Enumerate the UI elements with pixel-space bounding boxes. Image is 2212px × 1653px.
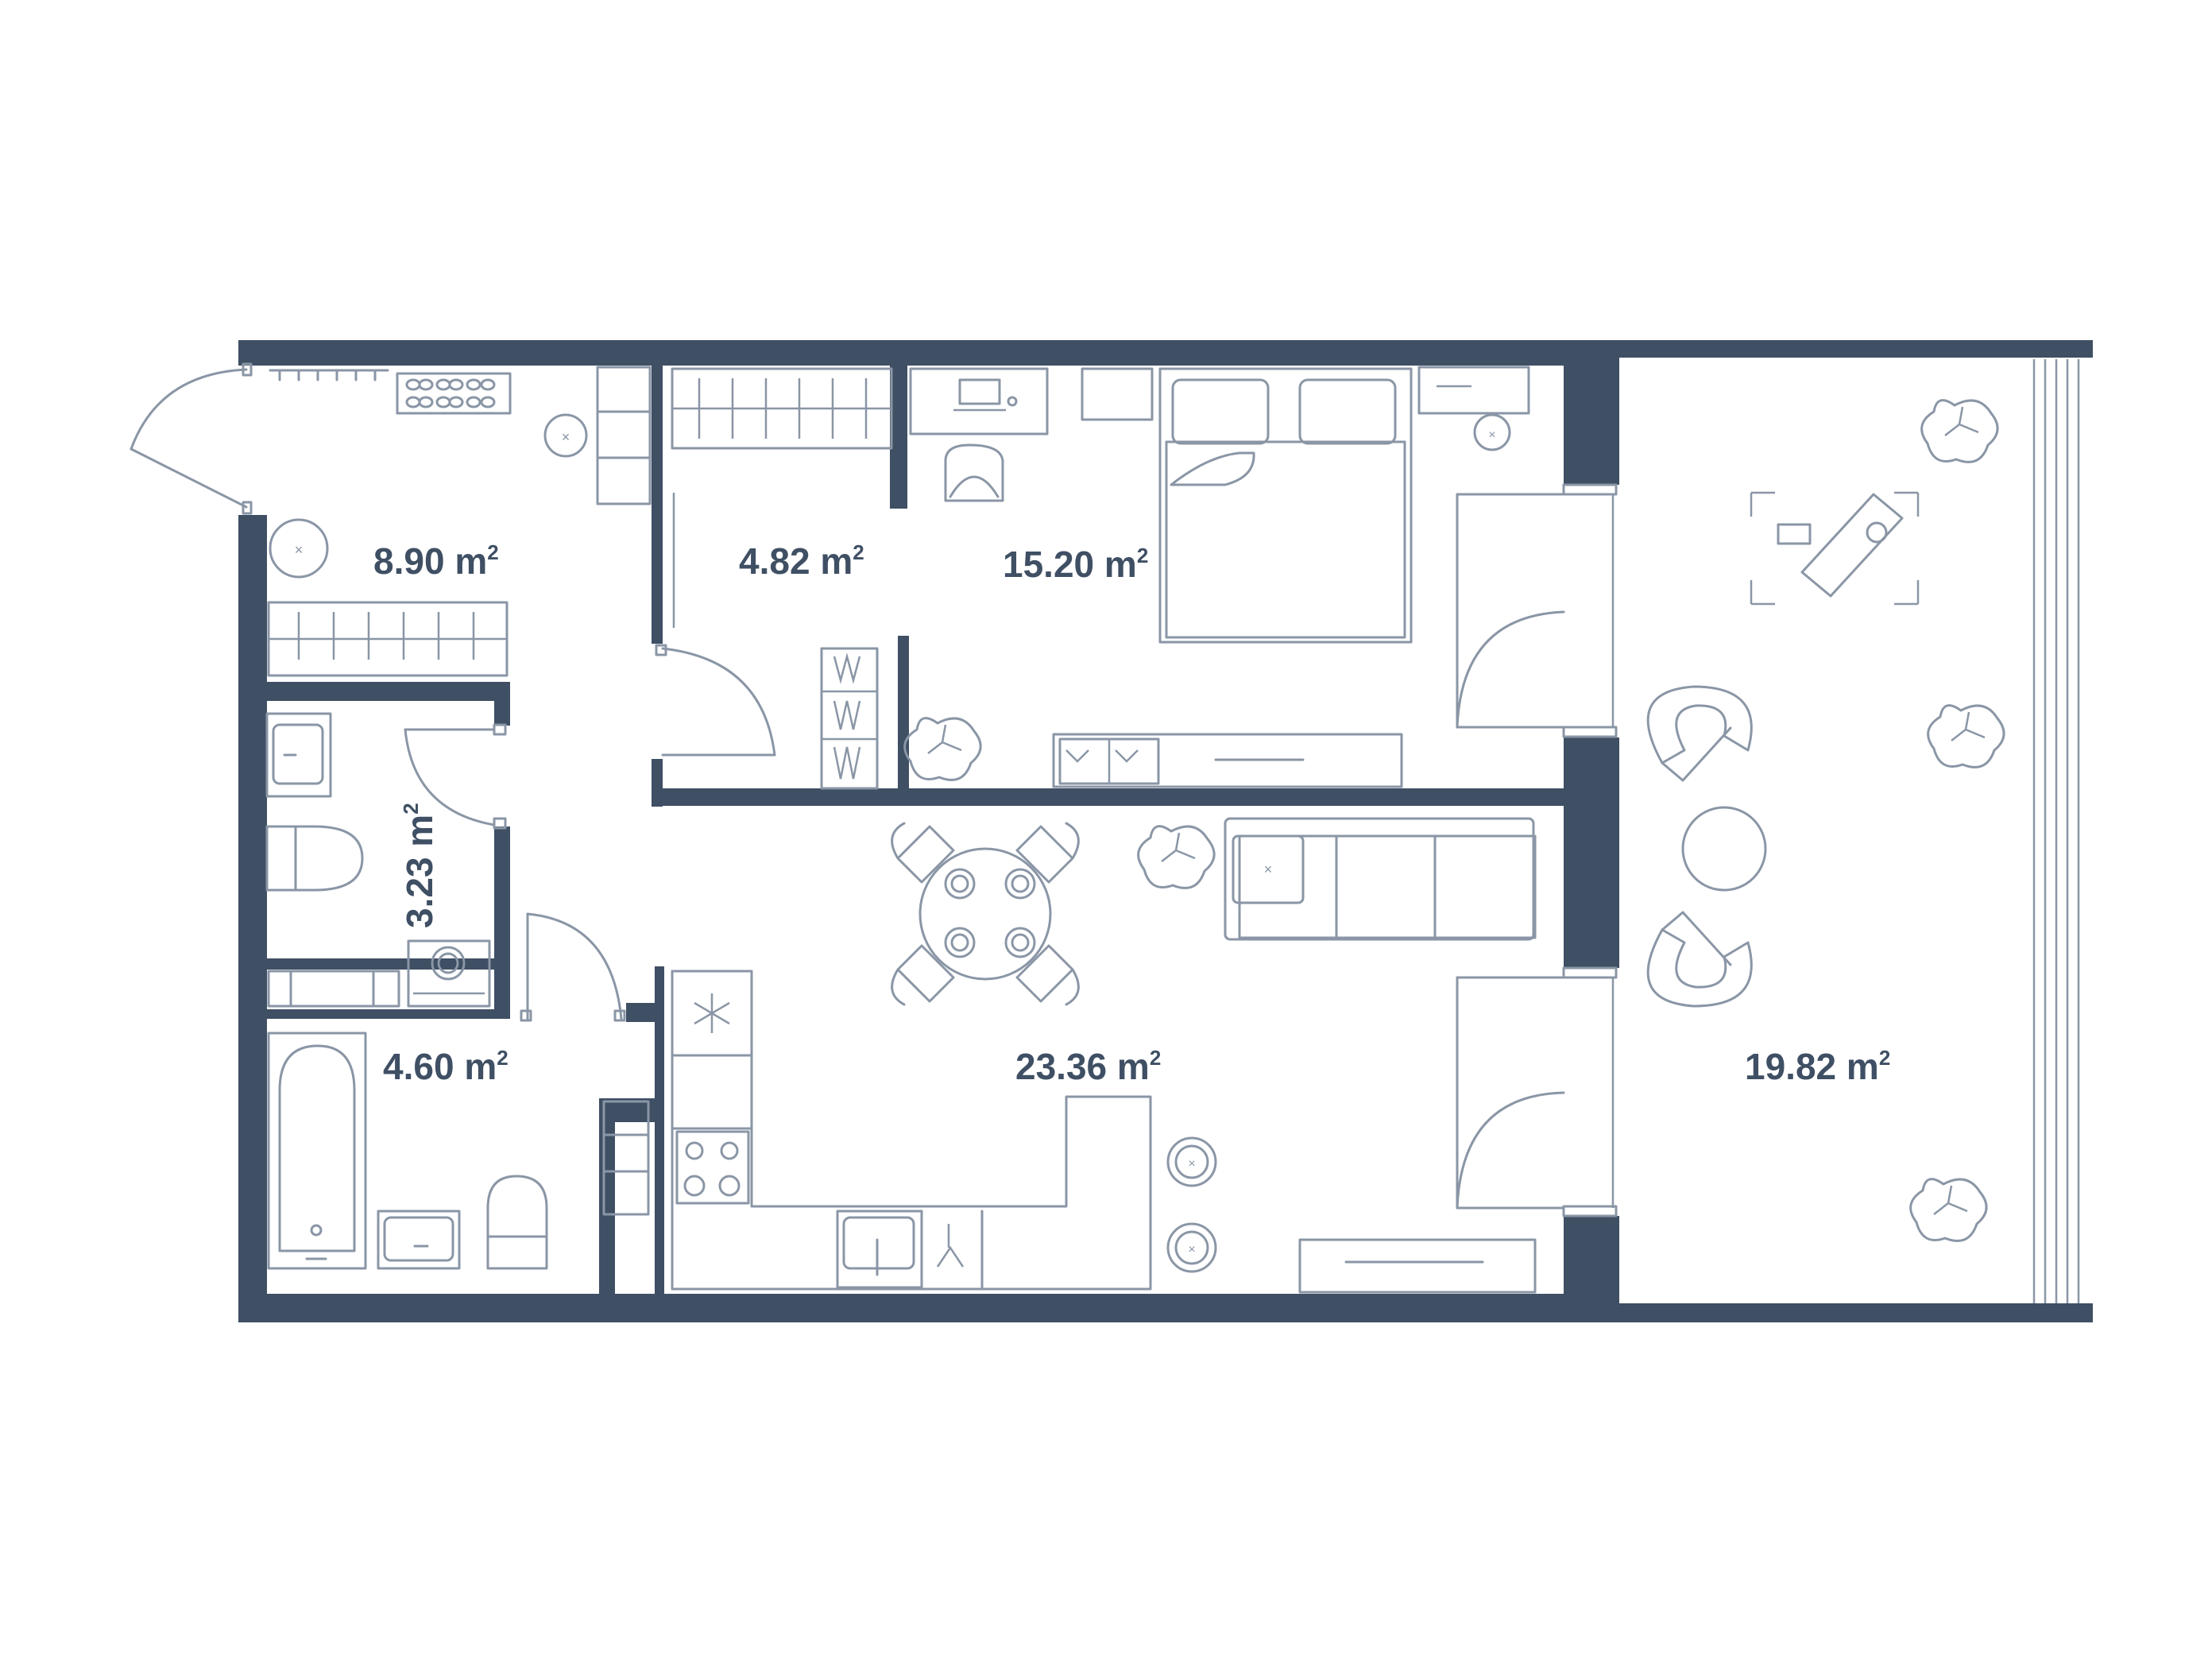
stove — [675, 1130, 750, 1205]
bathroom-door[interactable] — [520, 912, 626, 1022]
svg-text:×: × — [562, 429, 570, 445]
wall-left-top-stub — [238, 340, 248, 364]
closet-shelves — [820, 647, 879, 790]
terrace-furniture — [1646, 359, 2080, 1303]
room-area-bathroom: 4.60 m2 — [383, 1046, 509, 1087]
toilet-sink — [265, 712, 332, 798]
terrace-table — [1681, 806, 1767, 892]
tv-stand — [1052, 733, 1403, 788]
ceiling-light-icon: × — [543, 413, 588, 458]
coat-rack — [269, 369, 389, 381]
wall-kitchen-left-block-2 — [599, 1098, 615, 1322]
bathroom-sink — [377, 1210, 461, 1270]
svg-text:×: × — [295, 542, 304, 558]
svg-text:×: × — [1264, 861, 1273, 877]
speaker-icon: × — [1166, 1222, 1217, 1273]
toilet-shelves — [267, 970, 400, 1008]
hallway-wardrobe — [267, 601, 509, 677]
speaker-icon: × — [1166, 1136, 1217, 1187]
bathtub — [267, 1032, 367, 1270]
wall-right-pillar-1 — [1564, 340, 1619, 485]
wall-wc-top — [267, 682, 510, 701]
terrace-armchair — [1646, 911, 1753, 1008]
wall-wc-bath — [267, 1009, 510, 1019]
double-bed — [1158, 367, 1413, 644]
kitchen-counter — [671, 970, 1152, 1291]
room-area-terrace: 19.82 m2 — [1745, 1046, 1890, 1087]
bedroom-dresser — [1417, 366, 1530, 415]
wall-bottom — [238, 1294, 1619, 1322]
wall-closet-bedroom-lower — [898, 636, 909, 795]
walls — [238, 340, 2093, 1322]
sun-lounger — [1750, 491, 1920, 606]
ceiling-light-icon: × — [269, 518, 329, 579]
toilet-door[interactable] — [404, 723, 507, 830]
room-area-walk-in-closet: 4.82 m2 — [739, 540, 864, 582]
toilet — [265, 825, 364, 892]
room-area-living-kitchen: 23.36 m2 — [1015, 1046, 1161, 1087]
closet-door[interactable] — [655, 644, 776, 757]
wall-wc-right — [494, 826, 510, 1017]
closet-rail — [671, 367, 893, 450]
wall-bottom-terrace — [1619, 1303, 2093, 1322]
plant-icon — [1909, 1178, 1988, 1242]
wall-right-pillar-2 — [1564, 737, 1619, 968]
room-area-hallway: 8.90 m2 — [373, 540, 499, 582]
desk-chair — [944, 443, 1004, 502]
ceiling-light-icon: × — [1473, 413, 1511, 451]
wall-top — [238, 340, 1619, 366]
bathroom-shelf — [602, 1100, 650, 1216]
wall-bath-right — [655, 966, 664, 1322]
room-area-toilet: 3.23 m2 — [399, 803, 440, 928]
plant-icon — [1137, 825, 1216, 889]
bathroom-furniture — [267, 1032, 650, 1270]
washing-machine — [407, 939, 491, 1008]
fridge-snowflake-icon — [694, 993, 730, 1033]
wall-right-pillar-3 — [1564, 1216, 1619, 1322]
wall-wc-top-post — [494, 682, 510, 726]
entrance-door[interactable] — [130, 362, 253, 515]
plant-icon — [1927, 704, 2005, 768]
toilet-furniture — [265, 712, 491, 1008]
doors — [130, 362, 1618, 1217]
bedroom-terrace-door[interactable] — [1456, 483, 1618, 738]
wall-bedroom-living — [652, 788, 1564, 806]
dining-table — [891, 822, 1080, 1006]
hallway-furniture: × × — [267, 366, 652, 677]
plant-icon — [903, 717, 982, 781]
wall-hall-closet — [652, 366, 663, 644]
svg-text:×: × — [1188, 1243, 1195, 1256]
terrace-railing — [2032, 359, 2080, 1303]
room-area-bedroom: 15.20 m2 — [1003, 544, 1148, 585]
hallway-cabinet — [596, 366, 652, 505]
wall-hall-stub — [652, 759, 663, 807]
tv-console — [1298, 1238, 1537, 1294]
terrace-armchair — [1646, 685, 1753, 782]
sofa: × — [1224, 817, 1537, 941]
wall-left — [238, 515, 267, 1322]
wall-bath-right-top — [626, 1003, 655, 1022]
kitchen-sink — [836, 1210, 984, 1291]
desk — [909, 367, 1049, 436]
living-terrace-door[interactable] — [1456, 966, 1618, 1217]
bedroom-furniture: × — [903, 366, 1530, 788]
area-labels: 8.90 m2 4.82 m2 15.20 m2 3.23 m2 4.60 m2… — [373, 540, 1890, 1087]
wall-closet-bedroom — [890, 366, 907, 509]
shoe-rack — [396, 372, 512, 415]
closet-furniture — [671, 367, 893, 790]
bedside-table — [1081, 367, 1154, 421]
kitchen-furniture: × × × — [671, 817, 1537, 1294]
svg-text:×: × — [1488, 428, 1495, 442]
wall-top-terrace — [1619, 340, 2093, 358]
plant-icon — [1920, 399, 1999, 463]
bathroom-toilet — [486, 1175, 548, 1270]
svg-text:×: × — [1188, 1157, 1195, 1171]
